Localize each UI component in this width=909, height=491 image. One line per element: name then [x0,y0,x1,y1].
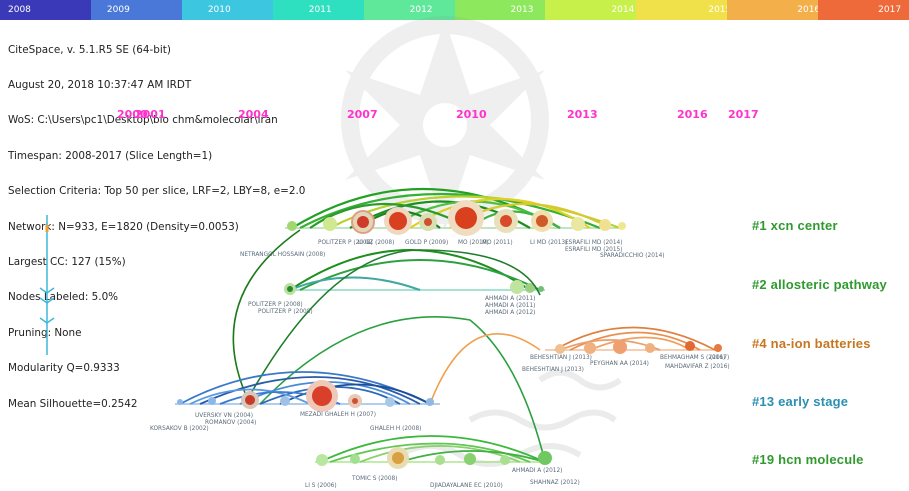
watermark-text [398,369,622,467]
info-line: WoS: C:\Users\pc1\Desktop\bio chm&moleco… [8,114,278,127]
node-label: LI S (2006) [305,483,337,489]
timeline-year: 2007 [347,108,378,121]
cluster-label-19: #19 hcn molecule [752,452,864,467]
year-segment: 2009 [90,0,182,20]
node-label: BEHMAGHAM S (2016) [660,355,725,361]
cluster-2-links [289,249,541,291]
node-label: UVERSKY VN (2004) [195,413,253,419]
timeline-year: 2001 [135,108,166,121]
inter-cluster-links [232,229,546,463]
year-segment: 2010 [181,0,273,20]
node-label: GOLD P (2009) [405,240,448,246]
year-label: 2009 [106,5,130,15]
node-label: MO (2011) [482,240,513,246]
node-label-group: POLITZER P (2008) LI GZ (2008) GOLD P (2… [150,240,730,489]
node-label: LI GZ (2008) [358,240,394,246]
info-line: Pruning: None [8,326,82,339]
node-label: AHMADI A (2012) [512,468,562,474]
cluster-label-4: #4 na-ion batteries [752,336,871,351]
info-line: Network: N=933, E=1820 (Density=0.0053) [8,220,239,233]
node-label: GHALEH H (2008) [370,426,421,432]
node-label: NETRANGOL HOSSAIN (2008) [240,252,325,258]
info-line: Largest CC: 127 (15%) [8,255,126,268]
node-label: BEHESHTIAN J (2013) [530,355,592,361]
year-segment: 2008 [0,0,91,20]
cluster-label-1: #1 xcn center [752,218,838,233]
timeline-year: 2004 [238,108,269,121]
node-label: AHMADI A (2012) [485,310,535,316]
node-label: AHMADI A (2011) [485,296,535,302]
info-line: Timespan: 2008-2017 (Slice Length=1) [8,149,213,162]
timeline-year: 2016 [677,108,708,121]
timeline-year: 2013 [567,108,598,121]
node-label: KORSAKOV B (2002) [150,426,209,432]
info-line: Modularity Q=0.9333 [8,362,120,375]
node-label: POLITZER P (2008) [248,302,303,308]
node-label: AHMADI A (2011) [485,303,535,309]
year-segment: 2017 [818,0,909,20]
cluster-4-nodes [555,340,722,354]
year-label: 2015 [708,5,732,15]
cluster-19-links [319,435,546,463]
year-label: 2011 [308,5,332,15]
cluster-2-nodes [284,280,544,295]
info-line: Selection Criteria: Top 50 per slice, LR… [8,185,306,198]
node-label: POLITZER P (2008) [318,240,373,246]
year-label: 2016 [797,5,821,15]
timeline-year: 2017 [728,108,759,121]
year-label: 2013 [510,5,534,15]
node-label: ESRAFILI MD (2015) [565,247,623,253]
cluster-baselines [175,227,720,463]
node-label: BEHESHTIAN J (2013) [522,367,584,373]
node-label: LI MD (2013) [530,240,567,246]
cluster-13-nodes [177,380,434,412]
node-label: DJIADAYALANE EC (2010) [430,483,503,489]
year-label: 2008 [8,5,31,15]
node-label: MEZADI GHALEH H (2007) [300,412,376,418]
cluster-label-2: #2 allosteric pathway [752,277,887,292]
node-label: (2017) [710,355,729,361]
timeline-year: 2010 [456,108,487,121]
year-segment: 2012 [363,0,455,20]
cluster-19-nodes [316,447,552,469]
year-label: 2012 [409,5,433,15]
node-label: TOMIC S (2008) [351,476,398,482]
year-color-bar: 2008 2009 2010 2011 2012 2013 2014 2015 … [0,0,909,20]
info-line: August 20, 2018 10:37:47 AM IRDT [8,78,192,91]
network-summary: CiteSpace, v. 5.1.R5 SE (64-bit) August … [8,21,305,422]
node-label: PEYGHAN AA (2014) [590,361,649,367]
node-label: MO (2010) [458,240,489,246]
timeline-year: 2000 [117,108,148,121]
year-segment: 2016 [727,0,821,20]
year-segment: 2011 [272,0,364,20]
node-label: ESRAFILI MD (2014) [565,240,623,246]
left-axis [39,215,55,355]
year-segment: 2015 [636,0,731,20]
node-label: MAHDAVIFAR Z (2016) [665,364,730,370]
year-label: 2010 [207,5,231,15]
cluster-label-13: #13 early stage [752,394,849,409]
year-label: 2014 [611,5,635,15]
info-line: Nodes Labeled: 5.0% [8,291,119,304]
info-line: CiteSpace, v. 5.1.R5 SE (64-bit) [8,43,171,56]
cluster-1-nodes [287,200,626,236]
node-label: SHAHNAZ (2012) [530,480,580,486]
watermark-logo [341,16,549,230]
year-segment: 2014 [545,0,637,20]
info-line: Mean Silhouette=0.2542 [8,397,138,410]
year-label: 2017 [878,5,902,15]
node-label: ROMANOV (2004) [205,420,256,426]
node-label: POLITZER P (2008) [258,309,313,315]
cluster-13-links [179,371,431,405]
year-segment: 2013 [454,0,546,20]
node-label: SPARADICCHIO (2014) [600,253,665,259]
